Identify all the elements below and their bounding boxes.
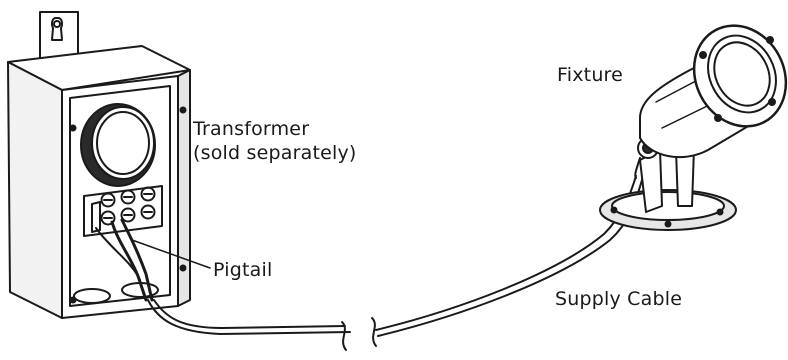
pigtail-wires	[95, 218, 154, 302]
fixture-label: Fixture	[557, 64, 624, 86]
mounting-bracket	[39, 11, 79, 61]
transformer-label-line2: (sold separately)	[193, 142, 357, 164]
supply-cable-label: Supply Cable	[555, 288, 683, 310]
timer-dial-icon	[80, 103, 156, 187]
fixture-base	[599, 189, 737, 231]
transformer-left-side	[7, 61, 63, 319]
transformer-label-line1: Transformer	[193, 118, 310, 140]
transformer	[7, 11, 211, 319]
fixture-lens	[692, 24, 788, 128]
transformer-label: Transformer (sold separately)	[193, 117, 357, 165]
pigtail-label: Pigtail	[213, 259, 273, 281]
terminal-block	[83, 185, 163, 237]
fixture	[599, 24, 788, 231]
supply-cable	[147, 175, 643, 351]
